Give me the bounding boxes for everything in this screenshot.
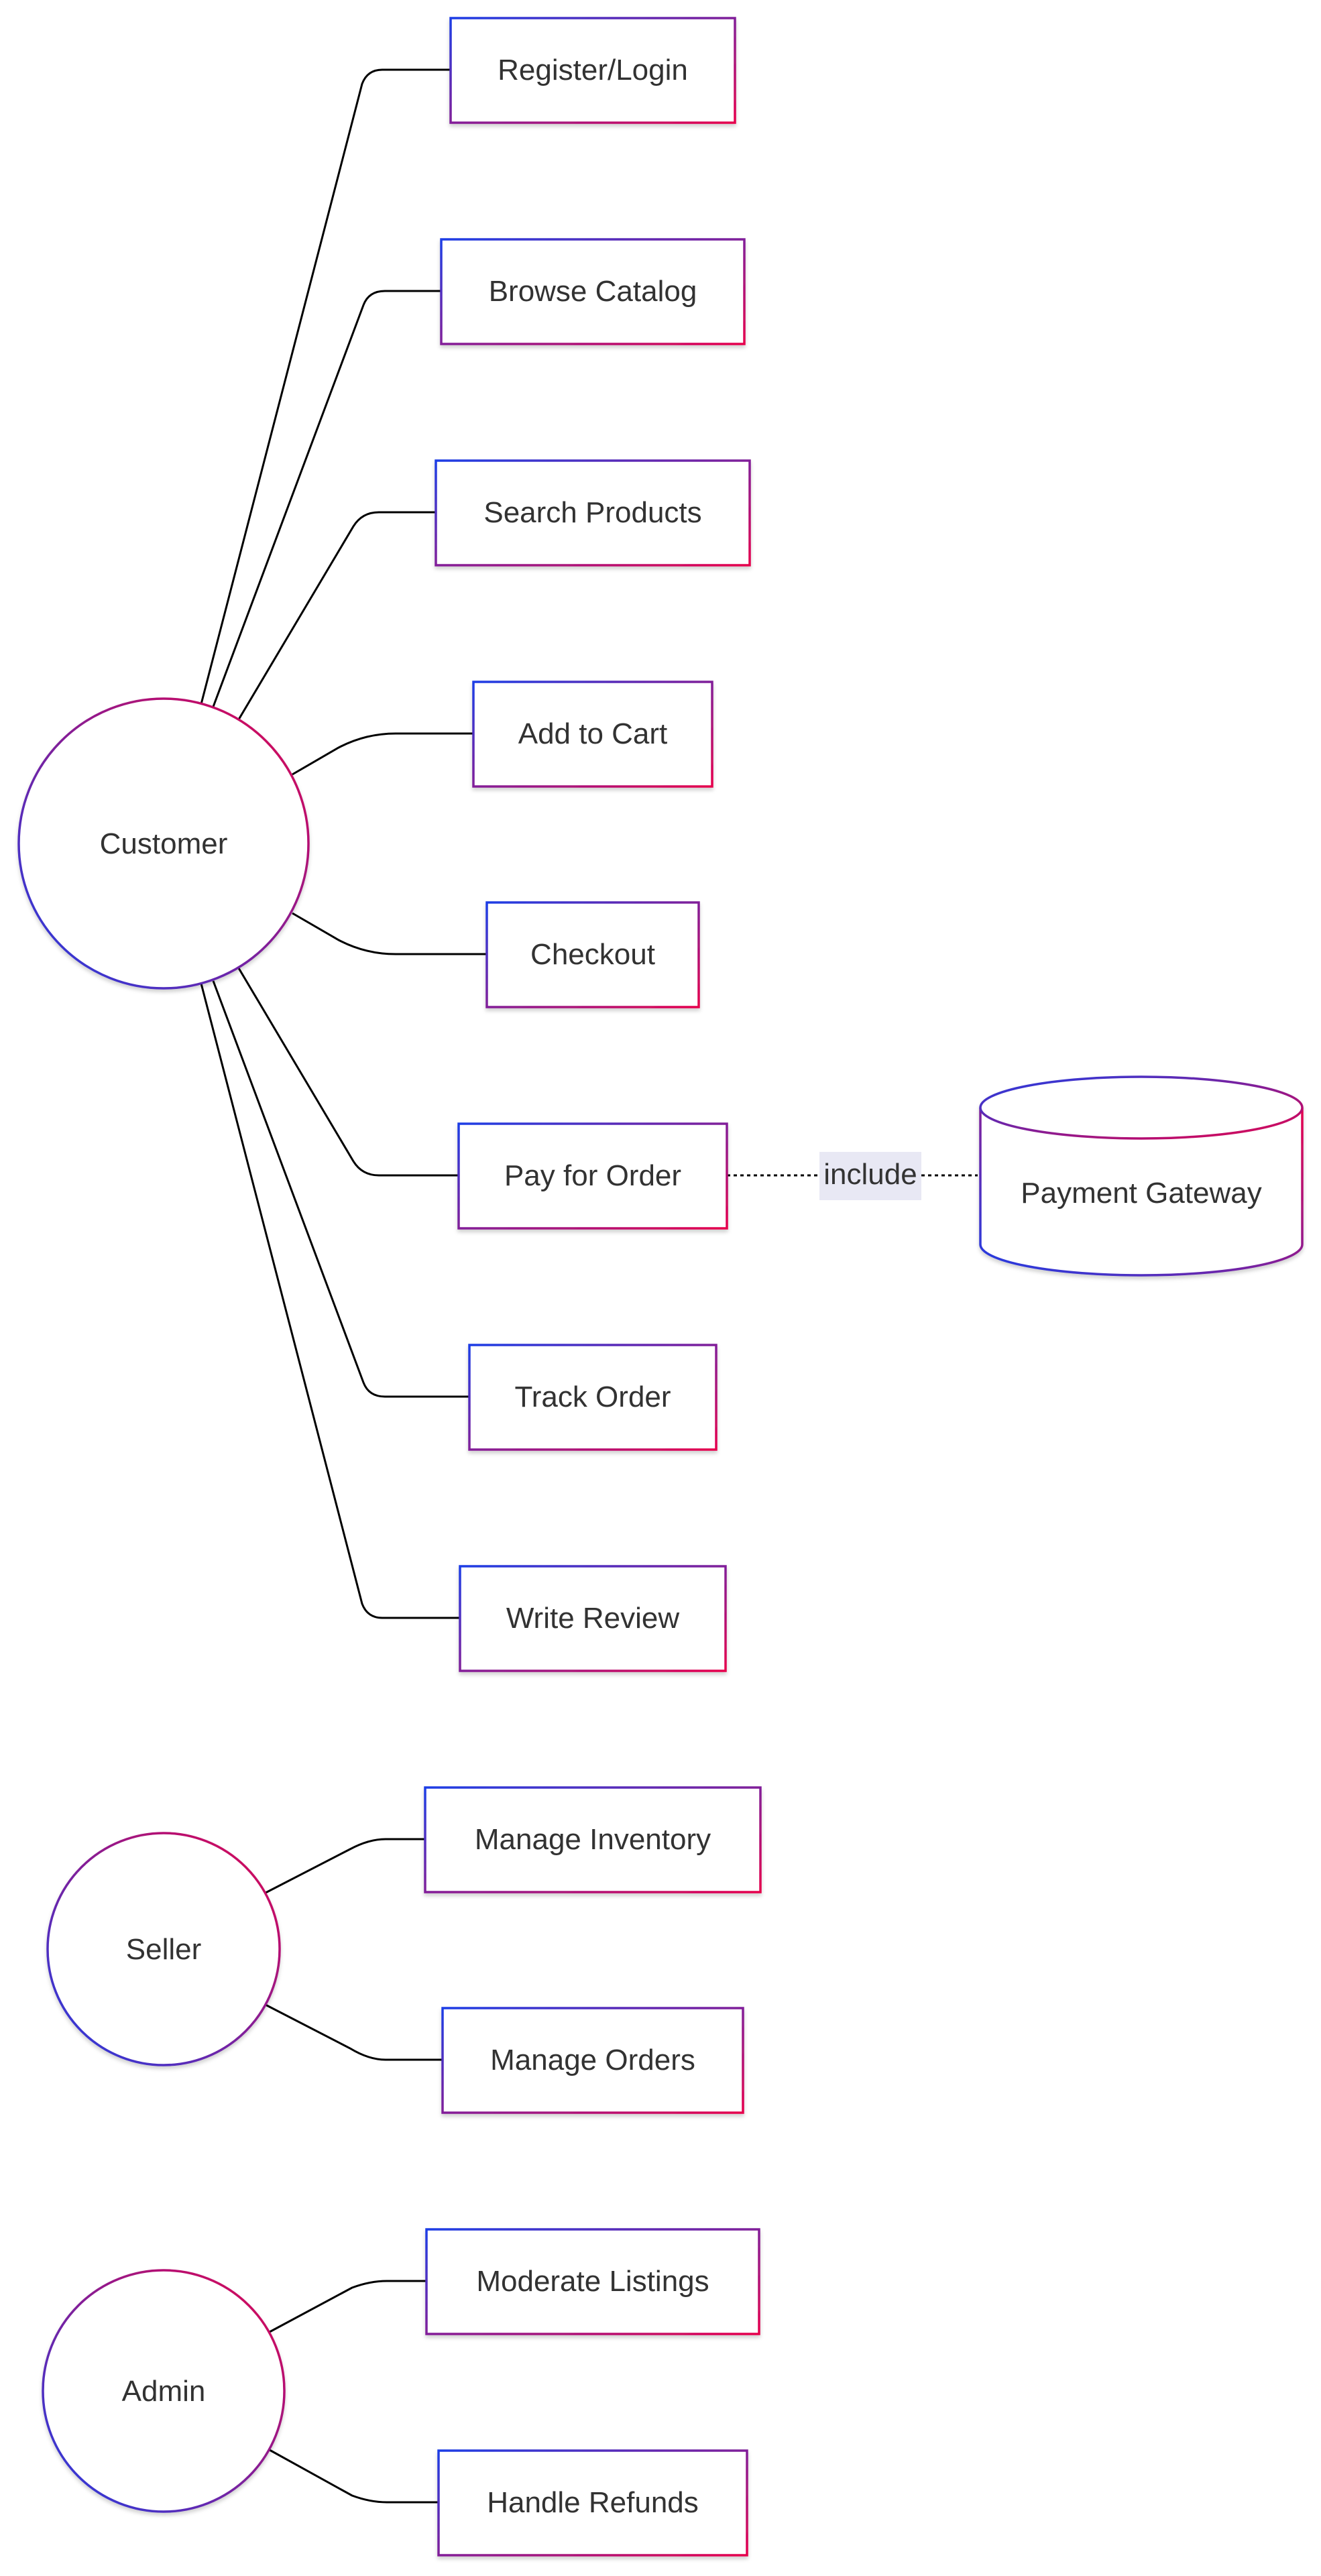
edge-customer-checkout <box>292 912 487 955</box>
edges <box>200 68 978 2504</box>
use-case-handle-refunds-label: Handle Refunds <box>487 2486 699 2519</box>
edge-seller-manage-inventory <box>265 1838 425 1894</box>
use-case-browse-catalog-box <box>440 238 746 345</box>
use-case-manage-inventory-box <box>424 1786 762 1893</box>
use-case-manage-orders[interactable]: Manage Orders <box>441 2007 744 2114</box>
use-case-browse-catalog-label: Browse Catalog <box>489 275 697 308</box>
use-case-register-login[interactable]: Register/Login <box>449 17 736 124</box>
payment-gateway-label: Payment Gateway <box>1021 1177 1262 1210</box>
actor-customer-circle <box>17 697 310 990</box>
use-case-pay-for-order-box <box>457 1122 728 1230</box>
edge-customer-add-to-cart <box>292 732 473 776</box>
edge-customer-search <box>237 511 436 720</box>
use-case-moderate-listings-box <box>425 2228 760 2335</box>
edge-customer-pay <box>237 968 459 1177</box>
use-case-handle-refunds-box <box>437 2449 748 2557</box>
include-label-text: include <box>823 1158 917 1191</box>
use-case-track-order[interactable]: Track Order <box>468 1344 717 1451</box>
use-case-checkout-label: Checkout <box>530 938 655 971</box>
use-case-pay-for-order-label: Pay for Order <box>504 1159 681 1192</box>
edge-customer-track <box>212 980 469 1398</box>
use-case-search-products-label: Search Products <box>483 496 701 529</box>
use-case-register-login-label: Register/Login <box>498 54 688 86</box>
edge-customer-browse <box>212 290 441 707</box>
use-case-write-review-box <box>459 1565 727 1672</box>
edge-customer-review <box>200 983 460 1619</box>
use-case-track-order-label: Track Order <box>514 1381 671 1413</box>
actor-admin-circle <box>42 2269 286 2513</box>
actor-seller-label: Seller <box>126 1933 202 1966</box>
use-case-browse-catalog[interactable]: Browse Catalog <box>440 238 746 345</box>
use-case-add-to-cart[interactable]: Add to Cart <box>472 681 713 788</box>
external-system-payment-gateway[interactable]: Payment Gateway <box>979 1075 1304 1277</box>
edge-customer-register <box>200 68 451 705</box>
edge-admin-refunds <box>269 2449 439 2504</box>
use-case-manage-orders-box <box>441 2007 744 2114</box>
use-case-register-login-box <box>449 17 736 124</box>
use-case-track-order-box <box>468 1344 717 1451</box>
payment-gateway-cylinder-top <box>979 1075 1304 1140</box>
use-case-handle-refunds[interactable]: Handle Refunds <box>437 2449 748 2557</box>
use-case-manage-inventory[interactable]: Manage Inventory <box>424 1786 762 1893</box>
edge-seller-manage-orders <box>265 2003 443 2061</box>
use-case-write-review[interactable]: Write Review <box>459 1565 727 1672</box>
use-case-add-to-cart-label: Add to Cart <box>518 717 668 750</box>
actor-seller-circle <box>46 1832 281 2066</box>
use-case-moderate-listings[interactable]: Moderate Listings <box>425 2228 760 2335</box>
use-case-search-products[interactable]: Search Products <box>435 459 751 567</box>
edge-admin-moderate <box>269 2280 426 2333</box>
include-label: include <box>819 1152 921 1200</box>
actor-admin[interactable]: Admin <box>42 2269 286 2513</box>
use-case-pay-for-order[interactable]: Pay for Order <box>457 1122 728 1230</box>
actor-customer[interactable]: Customer <box>17 697 310 990</box>
use-case-checkout-box <box>485 901 700 1008</box>
use-case-manage-inventory-label: Manage Inventory <box>475 1823 711 1856</box>
use-case-write-review-label: Write Review <box>506 1602 680 1635</box>
payment-gateway-cylinder-body <box>979 1108 1304 1277</box>
actor-seller[interactable]: Seller <box>46 1832 281 2066</box>
use-case-manage-orders-label: Manage Orders <box>490 2044 695 2076</box>
use-case-checkout[interactable]: Checkout <box>485 901 700 1008</box>
use-case-moderate-listings-label: Moderate Listings <box>476 2265 709 2298</box>
actor-customer-label: Customer <box>100 827 228 860</box>
use-case-add-to-cart-box <box>472 681 713 788</box>
include-label-background <box>819 1152 921 1200</box>
use-case-search-products-box <box>435 459 751 567</box>
actor-admin-label: Admin <box>122 2375 206 2408</box>
